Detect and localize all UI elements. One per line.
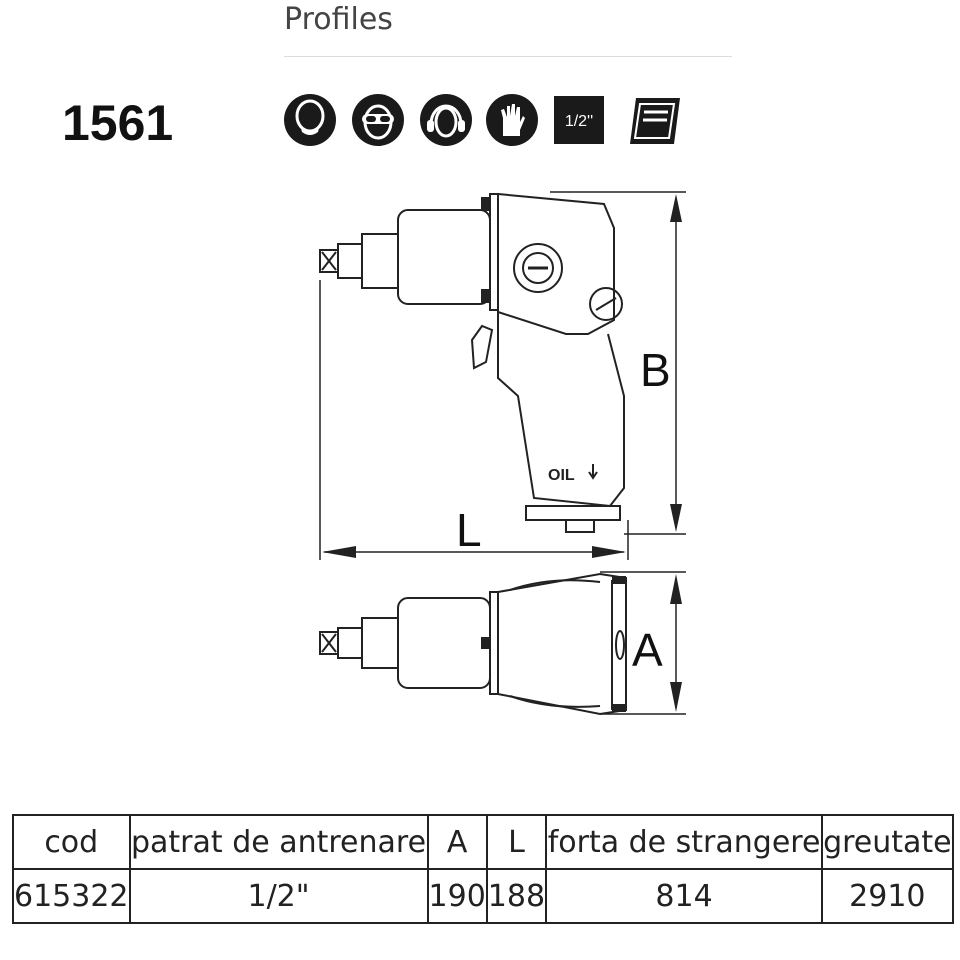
- ear-protection-icon: [420, 94, 472, 146]
- table-header-row: cod patrat de antrenare A L forta de str…: [12, 814, 954, 870]
- hammer-case: [397, 209, 491, 305]
- tool-technical-drawing: OIL B L A: [319, 191, 686, 716]
- trigger: [470, 324, 494, 370]
- cell-patrat-de-antrenare: 1/2": [128, 868, 429, 924]
- spec-table: cod patrat de antrenare A L forta de str…: [12, 814, 954, 924]
- header-cod: cod: [12, 814, 131, 870]
- profiles-tab[interactable]: Profiles: [284, 2, 393, 37]
- table-row: 615322 1/2" 190 188 814 2910: [12, 868, 954, 924]
- cell-l: 188: [485, 868, 548, 924]
- top-motor-housing: [497, 572, 627, 716]
- manual-book-icon: [630, 98, 680, 144]
- top-hammer-case: [397, 597, 491, 689]
- header-forta-de-strangere: forta de strangere: [545, 814, 824, 870]
- reverse-valve: [589, 287, 623, 321]
- brand-logo-icon: [513, 243, 563, 293]
- anvil-collar: [337, 243, 363, 279]
- dimension-l-label: L: [456, 504, 482, 556]
- cell-forta-de-strangere: 814: [545, 868, 824, 924]
- nose-block: [361, 233, 399, 289]
- header-greutate: greutate: [821, 814, 954, 870]
- tab-divider: [284, 56, 732, 57]
- dimension-a-label: A: [632, 624, 663, 676]
- handle-grip: [497, 312, 625, 508]
- header-patrat-de-antrenare: patrat de antrenare: [128, 814, 429, 870]
- face-mask-icon: [284, 94, 336, 146]
- safety-icon-row: 1/2'': [284, 94, 680, 146]
- safety-goggles-icon: [352, 94, 404, 146]
- oil-arrow-icon: [588, 464, 598, 480]
- dimension-b-label: B: [640, 344, 671, 396]
- model-number: 1561: [62, 95, 174, 151]
- cell-a: 190: [426, 868, 488, 924]
- cell-greutate: 2910: [821, 868, 954, 924]
- motor-housing: [497, 192, 615, 335]
- cell-cod: 615322: [12, 868, 131, 924]
- header-l: L: [485, 814, 548, 870]
- oil-label: OIL: [548, 467, 575, 484]
- drive-size-label: 1/2'': [565, 113, 593, 130]
- gloves-icon: [486, 94, 538, 146]
- drive-size-icon: 1/2'': [554, 96, 604, 144]
- header-a: A: [426, 814, 488, 870]
